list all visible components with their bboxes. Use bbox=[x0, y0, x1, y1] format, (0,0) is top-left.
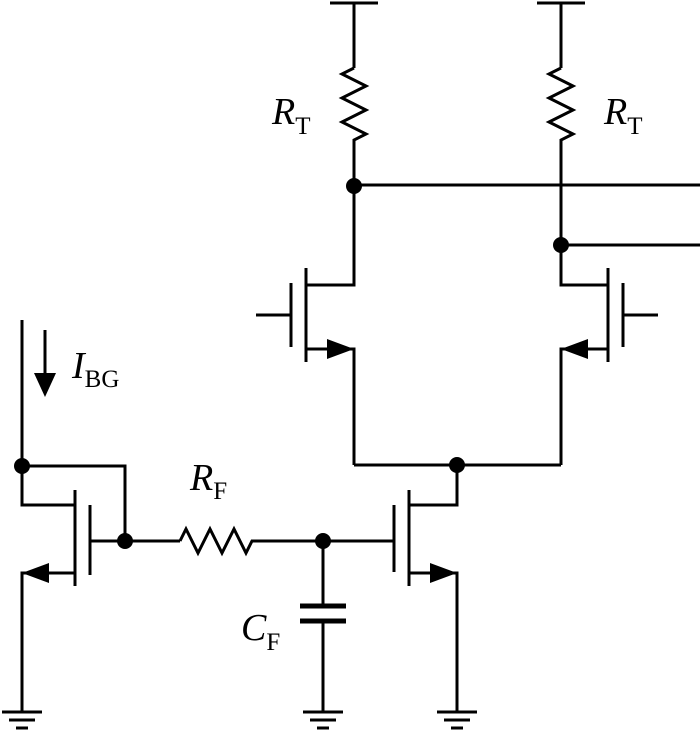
capacitor-cf bbox=[300, 541, 346, 712]
resistor-rt-right bbox=[545, 66, 577, 245]
emitter-arrow-icon bbox=[430, 563, 457, 583]
ground-icon bbox=[437, 710, 477, 730]
resistor-rf bbox=[178, 525, 394, 557]
label-rf: RF bbox=[189, 457, 227, 505]
label-rt-left: RT bbox=[271, 91, 311, 140]
ground-icon bbox=[303, 710, 343, 730]
transistor-reference bbox=[20, 464, 180, 712]
emitter-arrow-icon bbox=[22, 563, 49, 583]
supply-rail-left bbox=[330, 1, 378, 68]
current-arrow-down-icon bbox=[34, 373, 56, 397]
transistor-diff-right bbox=[559, 245, 658, 465]
resistor-rt-left bbox=[338, 66, 370, 185]
label-cf: CF bbox=[241, 607, 280, 656]
transistor-tail-source bbox=[392, 465, 459, 712]
junction-node-gate-reference bbox=[117, 533, 133, 549]
current-source-ibg bbox=[20, 320, 75, 507]
label-rt-right: RT bbox=[603, 91, 643, 140]
supply-rail-right bbox=[537, 1, 585, 68]
emitter-arrow-icon bbox=[327, 339, 354, 359]
label-ibg: IBG bbox=[71, 345, 119, 393]
transistor-diff-left bbox=[256, 185, 356, 465]
emitter-arrow-icon bbox=[561, 339, 588, 359]
ground-icon bbox=[2, 710, 42, 730]
